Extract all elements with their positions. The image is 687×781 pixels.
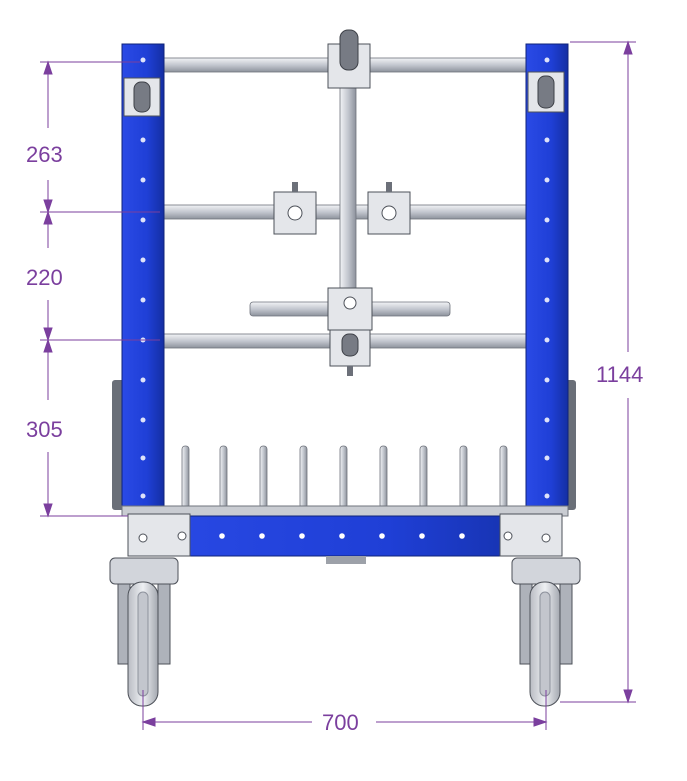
left-upright	[112, 43, 165, 515]
left-caster	[109, 557, 179, 707]
right-caster	[511, 557, 581, 707]
dimension-305: 305	[26, 417, 63, 442]
dimension-220: 220	[26, 265, 63, 290]
dimension-1144: 1144	[596, 362, 643, 387]
right-upright	[525, 43, 576, 515]
base-frame	[121, 505, 569, 564]
bottom-pegs	[181, 445, 508, 509]
dimension-700: 700	[322, 710, 359, 735]
clamps	[273, 29, 411, 376]
dimension-263: 263	[26, 142, 63, 167]
dimension-lines	[40, 40, 636, 730]
